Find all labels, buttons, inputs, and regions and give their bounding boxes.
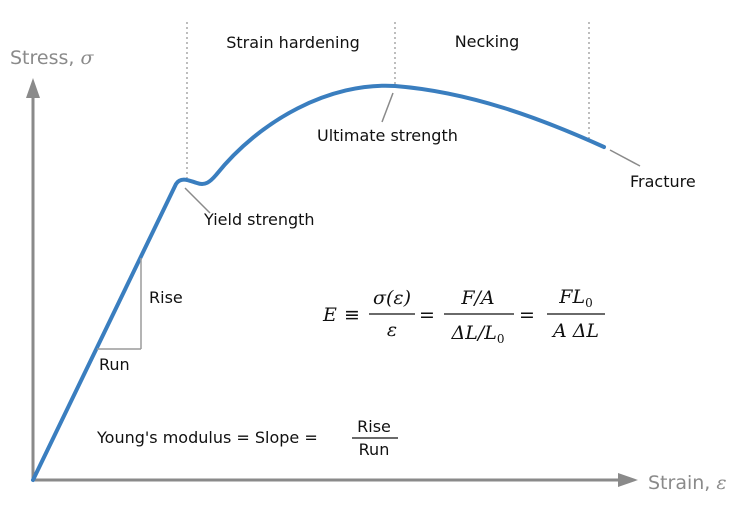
eq-lhs: E: [322, 304, 337, 326]
eq-frac2-denominator: ΔL/L0: [451, 322, 505, 346]
x-axis-arrowhead: [618, 473, 638, 487]
slope-triangle: [97, 258, 142, 350]
eq-frac3-denominator: A ΔL: [551, 320, 599, 342]
stress-strain-curve: [31, 83, 606, 482]
eq-frac1-denominator: ε: [387, 319, 397, 341]
eq-frac1-numerator: σ(ε): [373, 287, 411, 309]
slope-formula-numerator: Rise: [357, 417, 391, 436]
region-strain-hardening: Strain hardening: [226, 33, 360, 52]
eq-equals-1: =: [419, 304, 435, 326]
eq-frac3-numerator: FL0: [558, 286, 592, 310]
modulus-equation: E ≡ σ(ε) ε = F/A ΔL/L0 = FL0 A ΔL: [322, 286, 605, 346]
region-necking: Necking: [455, 32, 520, 51]
leader-yield: [184, 187, 211, 214]
eq-equals-2: =: [519, 304, 535, 326]
leader-lines: [184, 92, 641, 214]
label-fracture: Fracture: [630, 172, 696, 191]
label-ultimate-strength: Ultimate strength: [317, 126, 458, 145]
slope-formula-denominator: Run: [359, 440, 390, 459]
label-yield-strength: Yield strength: [203, 210, 315, 229]
y-axis-label: Stress, σ: [10, 47, 94, 69]
leader-fracture: [609, 149, 641, 167]
label-rise: Rise: [149, 288, 183, 307]
x-axis-label: Strain, ε: [648, 472, 727, 494]
region-dividers: [186, 22, 590, 178]
y-axis-arrowhead: [26, 78, 40, 98]
eq-frac2-numerator: F/A: [460, 287, 494, 309]
slope-formula-prefix: Young's modulus = Slope =: [96, 428, 318, 447]
axes: [26, 78, 638, 487]
slope-formula: Young's modulus = Slope = Rise Run: [96, 417, 398, 459]
leader-ultimate: [381, 92, 394, 123]
label-run: Run: [99, 355, 130, 374]
eq-equiv: ≡: [344, 304, 360, 326]
